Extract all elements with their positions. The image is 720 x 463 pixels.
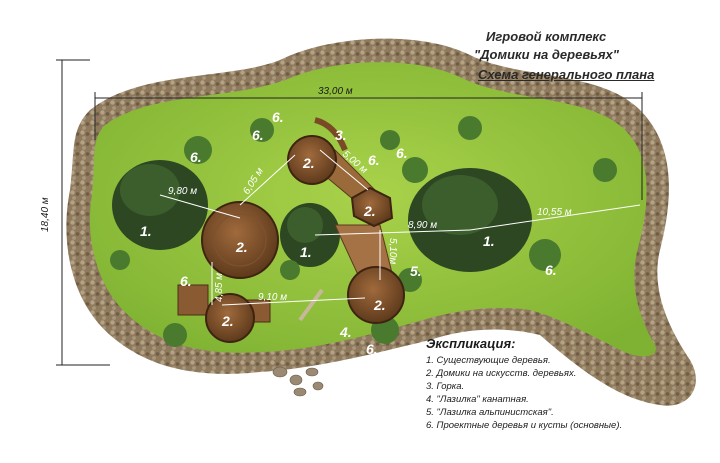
legend-item: 4. "Лазилка" канатная. xyxy=(426,394,529,405)
title-line-2: "Домики на деревьях" xyxy=(474,47,619,62)
legend: Экспликация: 1. Существующие деревья. 2.… xyxy=(426,336,622,432)
stepping-stones xyxy=(272,366,324,397)
title-line-3: Схема генерального плана xyxy=(478,67,655,82)
legend-item: 3. Горка. xyxy=(426,381,465,392)
dimension-lines xyxy=(56,59,643,366)
legend-item: 2. Домики на искусств. деревьях. xyxy=(426,368,577,379)
legend-title: Экспликация: xyxy=(426,336,516,351)
project-shrubs xyxy=(110,116,617,347)
tree-houses xyxy=(201,135,405,343)
existing-trees xyxy=(112,160,532,272)
legend-item: 1. Существующие деревья. xyxy=(426,355,551,366)
legend-item: 5. "Лазилка альпинистская". xyxy=(426,407,554,418)
title-line-1: Игровой комплекс xyxy=(486,29,607,44)
legend-item: 6. Проектные деревья и кусты (основные). xyxy=(426,420,623,431)
